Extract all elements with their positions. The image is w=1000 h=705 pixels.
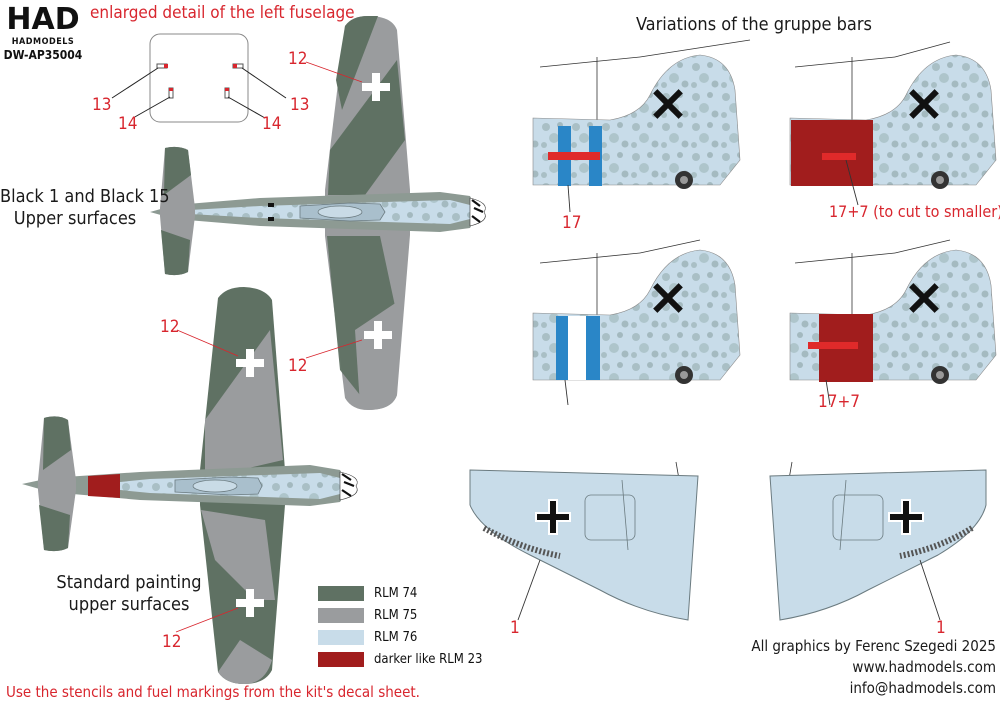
swatch-rlm23 <box>318 652 364 667</box>
callout-14-left: 14 <box>118 114 138 134</box>
legend-label-rlm74: RLM 74 <box>374 586 418 601</box>
aircraft1-callout-bottom: 12 <box>288 356 308 376</box>
aircraft1-callout-top: 12 <box>288 49 308 69</box>
had-logo-icon: HAD <box>2 2 84 37</box>
tail-callout-17: 17 <box>562 213 582 233</box>
detail-title: enlarged detail of the left fuselage <box>90 3 355 23</box>
wing-callout-left: 1 <box>510 618 520 638</box>
aircraft-upper-black1 <box>150 16 486 410</box>
logo-company: HADMODELS <box>11 37 75 47</box>
callout-13-right: 13 <box>290 95 310 115</box>
legend-label-rlm75: RLM 75 <box>374 608 418 623</box>
credits-author: All graphics by Ferenc Szegedi 2025 <box>751 637 996 655</box>
aircraft1-caption-line1: Black 1 and Black 15 <box>0 186 170 207</box>
legend-label-rlm76: RLM 76 <box>374 630 418 645</box>
brand-logo: HAD HADMODELS DW-AP35004 <box>2 2 84 62</box>
underwing-right <box>769 461 987 621</box>
tail-callout-17-7: 17+7 <box>818 392 861 412</box>
logo-brand-text: HAD <box>6 4 79 32</box>
aircraft1-caption-line2: Upper surfaces <box>13 208 137 229</box>
aircraft2-caption: Standard painting upper surfaces <box>55 572 203 616</box>
tail-callout-17-7-cut: 17+7 (to cut to smaller) <box>829 202 1000 221</box>
aircraft-upper-standard <box>22 287 358 684</box>
aircraft2-callout-bottom: 12 <box>162 632 182 652</box>
tail-variant-2 <box>789 41 997 206</box>
fuselage-detail-box <box>111 33 287 123</box>
aircraft-callout-lines <box>175 61 363 633</box>
product-code: DW-AP35004 <box>3 48 83 62</box>
tail-variant-1 <box>532 39 751 213</box>
footer-note: Use the stencils and fuel markings from … <box>6 683 420 701</box>
legend-label-rlm23: darker like RLM 23 <box>374 652 483 667</box>
callout-14-right: 14 <box>262 114 282 134</box>
aircraft2-caption-line2: upper surfaces <box>68 594 190 615</box>
credits-email: info@hadmodels.com <box>849 679 996 697</box>
aircraft2-caption-line1: Standard painting <box>56 572 202 593</box>
underwing-left <box>469 461 699 621</box>
callout-13-left: 13 <box>92 95 112 115</box>
aircraft2-callout-top: 12 <box>160 317 180 337</box>
credits-website: www.hadmodels.com <box>852 658 996 676</box>
wing-callout-right: 1 <box>936 618 946 638</box>
swatch-rlm76 <box>318 630 364 645</box>
gruppe-title: Variations of the gruppe bars <box>636 14 872 35</box>
swatch-rlm75 <box>318 608 364 623</box>
swatch-rlm74 <box>318 586 364 601</box>
tail-variant-3 <box>532 239 741 406</box>
tail-variant-4 <box>789 239 997 406</box>
credits: All graphics by Ferenc Szegedi 2025 www.… <box>751 636 996 699</box>
aircraft1-caption: Black 1 and Black 15 Upper surfaces <box>0 186 170 230</box>
